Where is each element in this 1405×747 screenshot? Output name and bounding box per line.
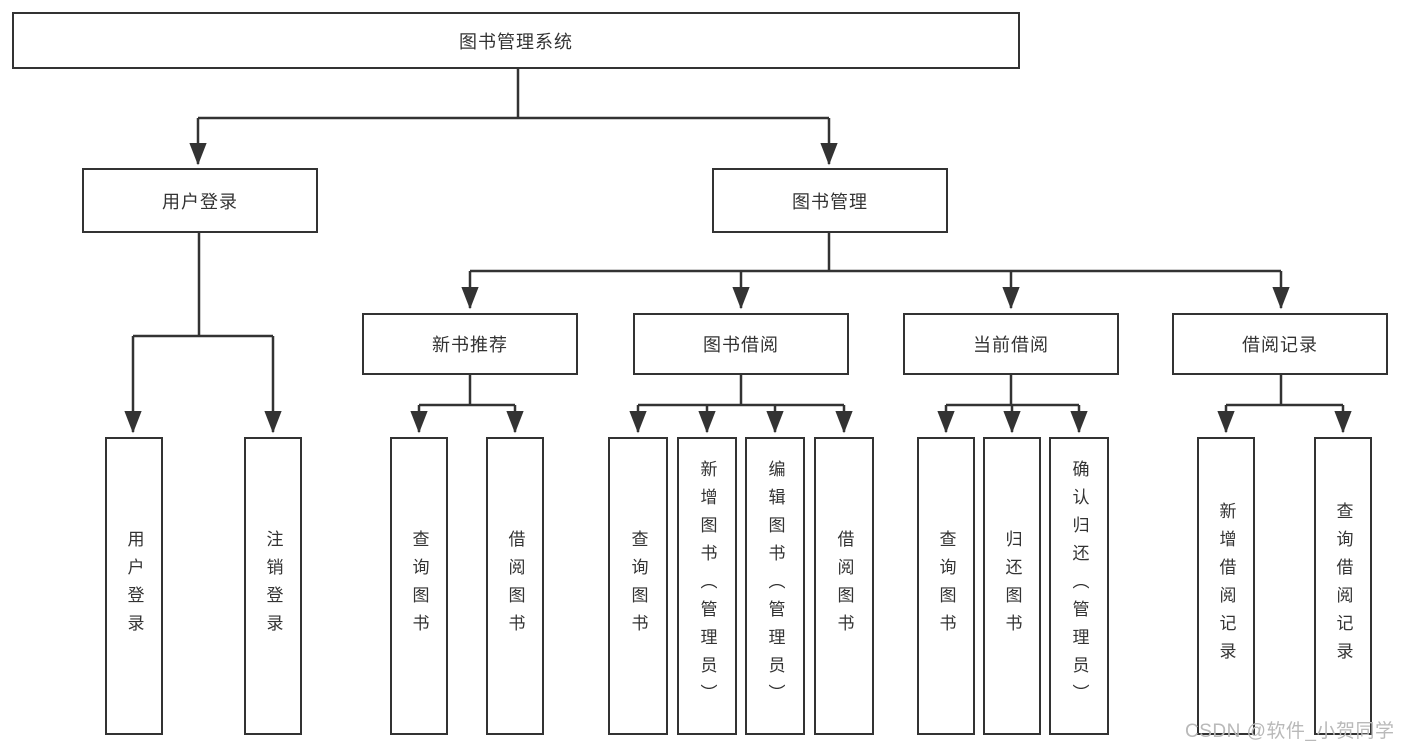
leaf-borrowing-add-book-admin: 新增图书（管理员） [677, 437, 737, 735]
leaf-label: 借阅图书 [505, 530, 525, 642]
leaf-label: 新增图书（管理员） [697, 460, 717, 712]
csdn-watermark: CSDN @软件_小贺同学 [1185, 721, 1395, 742]
node-label: 借阅记录 [1242, 335, 1318, 355]
leaf-records-query-borrow-record: 查询借阅记录 [1314, 437, 1372, 735]
leaf-user-login: 用户登录 [105, 437, 163, 735]
leaf-rec-query-book: 查询图书 [390, 437, 448, 735]
leaf-borrowing-borrow-book: 借阅图书 [814, 437, 874, 735]
node-book-borrowing: 图书借阅 [633, 313, 849, 375]
node-user-login: 用户登录 [82, 168, 318, 233]
leaf-label: 查询借阅记录 [1333, 502, 1353, 670]
leaf-rec-borrow-book: 借阅图书 [486, 437, 544, 735]
leaf-label: 查询图书 [628, 530, 648, 642]
leaf-label: 归还图书 [1002, 530, 1022, 642]
node-label: 图书管理 [792, 191, 868, 212]
leaf-borrowing-query-book: 查询图书 [608, 437, 668, 735]
leaf-logout: 注销登录 [244, 437, 302, 735]
node-label: 图书借阅 [703, 335, 779, 355]
leaf-label: 新增借阅记录 [1216, 502, 1236, 670]
node-label: 用户登录 [162, 191, 238, 212]
leaf-label: 注销登录 [263, 530, 283, 642]
node-label: 新书推荐 [432, 335, 508, 355]
leaf-current-confirm-return-admin: 确认归还（管理员） [1049, 437, 1109, 735]
node-new-book-recommendation: 新书推荐 [362, 313, 578, 375]
leaf-label: 查询图书 [409, 530, 429, 642]
leaf-label: 借阅图书 [834, 530, 854, 642]
node-label: 当前借阅 [973, 335, 1049, 355]
leaf-label: 确认归还（管理员） [1069, 460, 1089, 712]
node-borrowing-records: 借阅记录 [1172, 313, 1388, 375]
leaf-records-add-borrow-record: 新增借阅记录 [1197, 437, 1255, 735]
node-current-borrowing: 当前借阅 [903, 313, 1119, 375]
node-library-management-system: 图书管理系统 [12, 12, 1020, 69]
leaf-borrowing-edit-book-admin: 编辑图书（管理员） [745, 437, 805, 735]
node-label: 图书管理系统 [459, 31, 573, 52]
leaf-current-return-book: 归还图书 [983, 437, 1041, 735]
leaf-label: 编辑图书（管理员） [765, 460, 785, 712]
node-book-management: 图书管理 [712, 168, 948, 233]
leaf-label: 用户登录 [124, 530, 144, 642]
leaf-current-query-book: 查询图书 [917, 437, 975, 735]
leaf-label: 查询图书 [936, 530, 956, 642]
